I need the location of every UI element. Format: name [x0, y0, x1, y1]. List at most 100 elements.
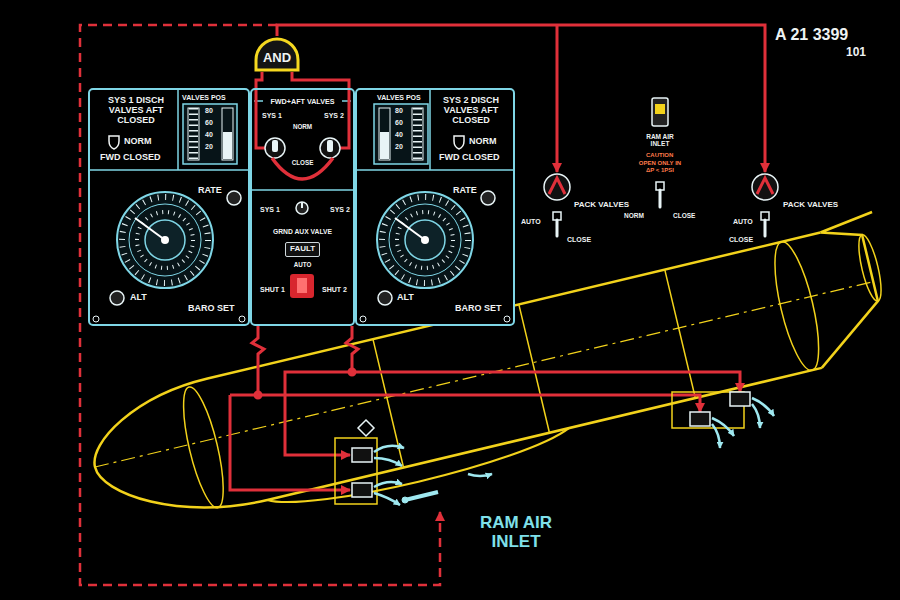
fault-text: FAULT [290, 245, 315, 254]
fuselage-outline [95, 282, 873, 467]
panel-label: VALVES POS [182, 94, 226, 102]
panel-label: SYS 2 [330, 206, 350, 214]
middle-panel-art [252, 189, 353, 191]
ram-air-switch [655, 104, 665, 114]
middle-panel-art [297, 278, 307, 293]
ram-air-door [402, 492, 438, 503]
signal-wires [277, 25, 765, 172]
panel-label: NORM [469, 137, 497, 147]
middle-panel-art [272, 140, 278, 152]
right-panel-art [374, 104, 428, 164]
left-panel-art [135, 218, 165, 240]
signal-wires [252, 326, 264, 395]
switch-position: CLOSE [567, 236, 591, 244]
signal-line [256, 72, 349, 88]
pack-valve-switches [549, 178, 565, 194]
panel-label: SYS 2 [324, 112, 344, 120]
panel-label: BARO SET [455, 304, 502, 314]
pack-valve-switches [544, 174, 778, 236]
left-panel-art [189, 108, 198, 160]
outflow-valves [358, 420, 374, 436]
left-panel-art [145, 220, 185, 260]
outflow-valves [352, 448, 372, 462]
caution-label: CAUTION [646, 152, 673, 159]
scale-number: 20 [205, 143, 213, 151]
right-panel-art [395, 218, 425, 240]
switch-position: CLOSE [729, 236, 753, 244]
scale-number: 80 [205, 107, 213, 115]
panel-label: NORM [124, 137, 152, 147]
airflow-arrows [374, 446, 404, 452]
left-panel-art [223, 132, 232, 159]
signal-wires [346, 326, 740, 392]
panel-label: FWD CLOSED [100, 153, 161, 163]
right-panel-art [360, 316, 366, 322]
panel-label: SYS 1 [262, 112, 282, 120]
left-panel-art [117, 192, 213, 288]
and-gate: AND [253, 36, 301, 72]
annunciator-text: SYS 2 DISCH VALVES AFT CLOSED [431, 96, 511, 126]
left-panel-art [109, 136, 119, 149]
right-panel-art [454, 136, 464, 149]
fault-light: FAULT [285, 242, 320, 257]
right-panel-art [389, 204, 461, 276]
annunciator-text: SYS 1 DISCH VALVES AFT CLOSED [96, 96, 176, 126]
signal-wires [285, 372, 352, 455]
outflow-valves [352, 483, 372, 497]
switch-position: AUTO [733, 218, 753, 226]
panel-label: RATE [453, 186, 477, 196]
page-number: 101 [846, 46, 866, 59]
scale-number: 80 [395, 107, 403, 115]
airflow-arrows [752, 404, 760, 428]
left-panel-art [129, 204, 201, 276]
fuselage-outline [267, 428, 573, 517]
middle-panel-art [327, 140, 333, 152]
pack-valve-switches [752, 174, 778, 200]
panel-label: FWD+AFT VALVES [252, 98, 353, 106]
pack-valve-switches [544, 174, 570, 200]
panel-label: NORM [252, 124, 353, 131]
caution-note: OPEN ONLY IN ΔP < 1PSI [634, 160, 686, 173]
panel-label: AUTO [252, 262, 353, 269]
signal-wires [80, 25, 765, 585]
switch-position: AUTO [521, 218, 541, 226]
signal-wires [230, 395, 350, 490]
panel-label: GRND AUX VALVE [252, 228, 353, 235]
left-panel-art [88, 169, 250, 171]
left-panel-art [222, 108, 233, 160]
left-panel-art [122, 197, 208, 283]
pack-valve-switches [556, 220, 559, 236]
right-panel-art [379, 108, 390, 160]
valve-control-panel: FWD+AFT VALVESSYS 1SYS 2NORMCLOSESYS 1SY… [250, 88, 355, 326]
left-panel-art [161, 236, 169, 244]
fuselage-outline [789, 212, 900, 368]
fuselage-outline [175, 384, 231, 511]
left-panel-art [117, 192, 213, 288]
switch-position: NORM [624, 212, 644, 219]
switch-position: CLOSE [673, 212, 695, 219]
middle-panel-art [296, 202, 308, 214]
middle-panel-art [320, 138, 340, 158]
scale-number: 60 [205, 119, 213, 127]
left-panel-art [177, 88, 179, 170]
panel-label: ALT [397, 293, 414, 303]
right-panel-art [355, 169, 515, 171]
panel-label: ALT [130, 293, 147, 303]
left-panel-art [227, 191, 241, 205]
switch-label: RAM AIR INLET [638, 133, 682, 147]
middle-panel-art [265, 138, 285, 158]
middle-panel-art [290, 274, 314, 298]
scale-number: 20 [395, 143, 403, 151]
middle-panel-art [252, 88, 353, 298]
right-panel-art [504, 316, 510, 322]
right-panel-art [380, 132, 389, 159]
fuselage-outline [854, 233, 885, 303]
scale-number: 60 [395, 119, 403, 127]
airflow-arrows [374, 482, 402, 487]
right-panel-art [382, 197, 468, 283]
left-panel-art [239, 316, 245, 322]
outflow-valves [690, 412, 710, 426]
left-panel-art [110, 291, 124, 305]
scale-number: 40 [395, 131, 403, 139]
signal-wires [255, 392, 261, 398]
